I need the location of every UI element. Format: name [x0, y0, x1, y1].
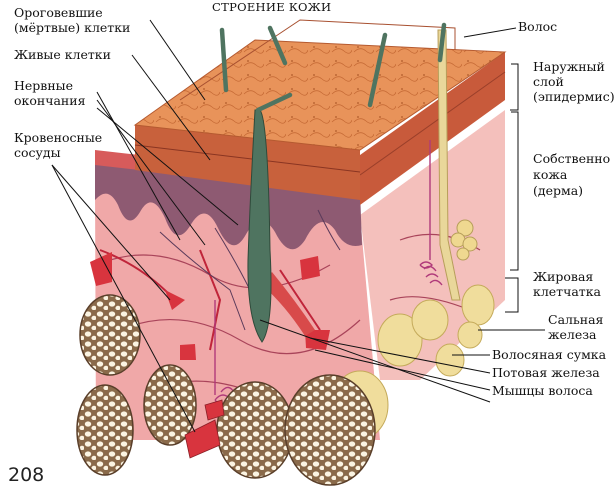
label-sweat-gland: Потовая железа: [492, 365, 600, 380]
page-number: 208: [8, 464, 45, 486]
label-sebaceous-2: железа: [548, 327, 597, 342]
label-fat-2: клетчатка: [533, 284, 601, 299]
label-epidermis-1: Наружный: [533, 59, 605, 74]
label-horny-cells-2: (мёртвые) клетки: [14, 20, 131, 35]
label-dermis-1: Собственно: [533, 151, 611, 166]
label-hair: Волос: [518, 19, 558, 34]
label-living-cells: Живые клетки: [14, 47, 111, 62]
muscle-flags: [184, 399, 225, 459]
label-blood-vessels-2: сосуды: [14, 145, 61, 160]
label-sebaceous-1: Сальная: [548, 312, 604, 327]
sebaceous-gland: [450, 219, 478, 261]
hair-follicle: [247, 109, 272, 343]
epidermis-top: [133, 39, 507, 151]
label-hair-follicle: Волосяная сумка: [492, 347, 607, 362]
nerve-lines: [159, 209, 341, 331]
hair-muscle: [262, 272, 315, 336]
label-epidermis-3: (эпидермис): [533, 89, 614, 104]
label-dermis-3: (дерма): [533, 183, 584, 198]
papillae-layer: [95, 160, 362, 250]
label-nerve-endings-2: окончания: [14, 93, 86, 108]
label-hair-muscles: Мышцы волоса: [492, 383, 593, 398]
fat-cell-lobules: [76, 294, 376, 486]
label-fat-1: Жировая: [533, 269, 594, 284]
side-hair: [437, 29, 461, 301]
label-nerve-endings-1: Нервные: [14, 78, 74, 93]
side-sweat-coil: [419, 140, 443, 286]
label-dermis-2: кожа: [533, 167, 568, 182]
epidermis-side: [360, 52, 505, 205]
label-blood-vessels-1: Кровеносные: [14, 130, 103, 145]
leader-lines: [51, 19, 545, 433]
label-epidermis-2: слой: [533, 74, 564, 89]
diagram-title: СТРОЕНИЕ КОЖИ: [212, 0, 332, 14]
hair-shafts: [219, 22, 447, 113]
label-horny-cells-1: Ороговевшие: [14, 5, 103, 20]
